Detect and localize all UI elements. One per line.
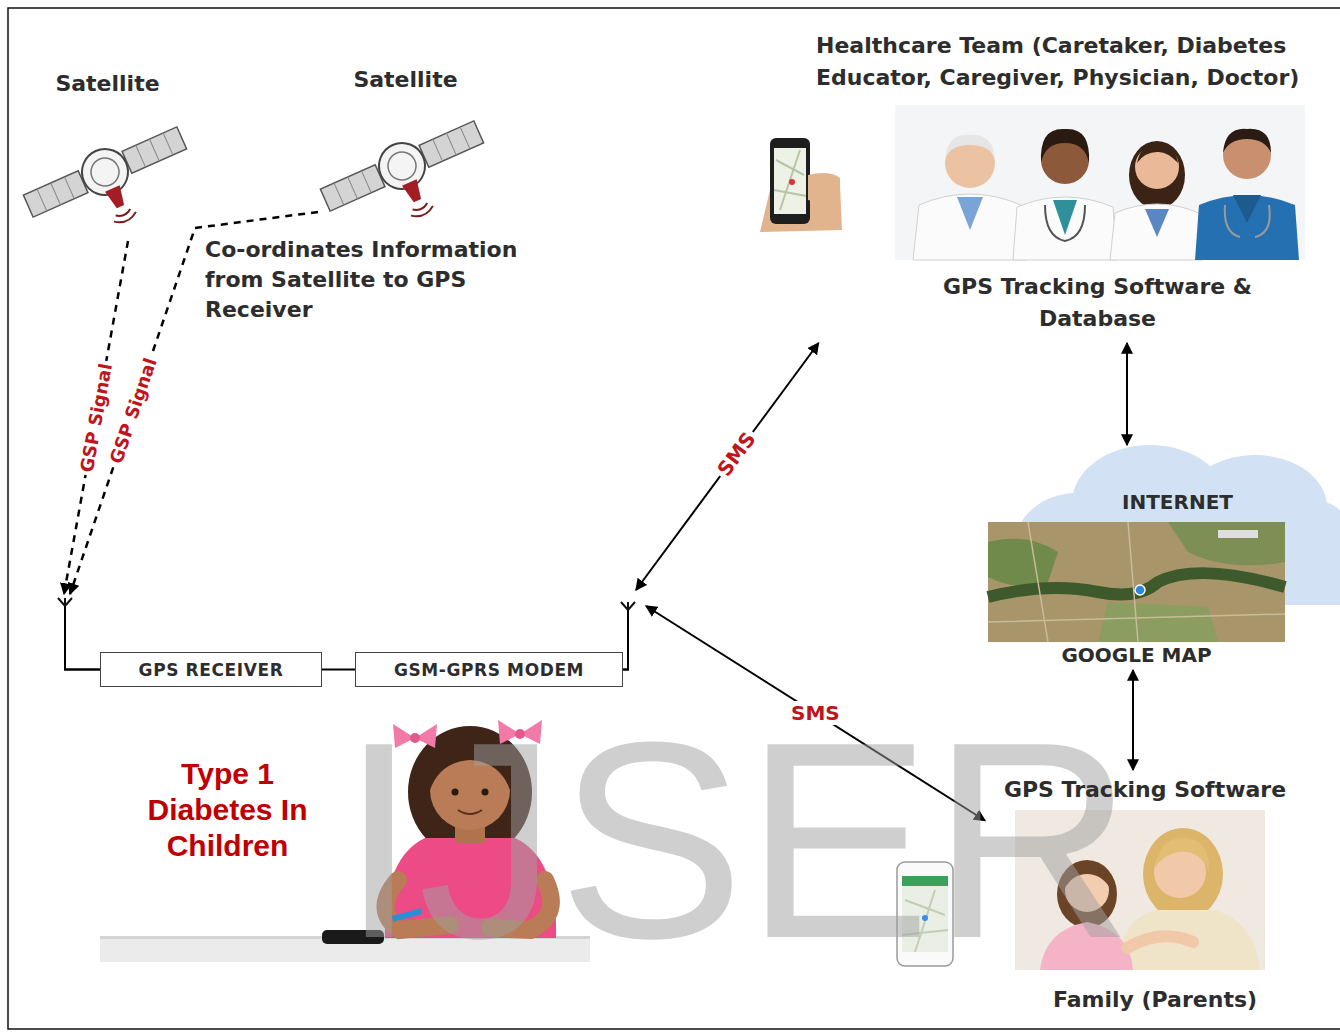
connector-line [1132,670,1134,770]
internet-cloud: INTERNET [1015,445,1340,605]
node-text: Family (Parents) [1005,986,1305,1014]
family-node: GPS Tracking SoftwareFamily (Parents) [985,770,1305,1028]
node-text: Satellite [318,66,493,94]
connector-line [65,606,100,670]
node-text: GOOGLE MAP [985,643,1288,668]
connector [623,343,819,670]
watermark: IJSER [340,700,1134,980]
node-text: GPS Tracking Software [985,776,1305,804]
connector [623,606,985,821]
satellite-node: Satellite [318,60,493,232]
connector [1133,670,1134,770]
connector-line [623,610,628,670]
healthcare-team-photo [895,105,1305,260]
connector-line [623,610,628,670]
connector-line [322,669,355,671]
connector [1127,343,1128,445]
node-text: GPS Tracking Software & Database [910,271,1285,335]
frame [8,8,1340,1029]
family-photo [1015,810,1265,970]
cloud-shape [1015,445,1340,605]
node-text: INTERNET [1015,490,1340,515]
gps-receiver-box: GPS RECEIVER [100,652,322,687]
connector-line [65,606,100,670]
edge-label: SMS [710,425,762,483]
connector-line [1126,343,1128,445]
google-map: GOOGLE MAP [985,522,1288,670]
node-text: GSM-GPRS MODEM [394,660,584,680]
connector-line [646,606,985,821]
family-phone [897,862,953,966]
phone-in-hand [760,138,842,232]
child-node: Type 1 Diabetes In Children [100,718,592,966]
edge-label: SMS [788,701,843,725]
node-text: GPS RECEIVER [139,660,284,680]
node-text: Healthcare Team (Caretaker, Diabetes Edu… [816,30,1336,94]
connector [322,669,355,670]
child-photo [100,720,590,962]
healthcare-team: Healthcare Team (Caretaker, Diabetes Edu… [810,28,1338,343]
gsm-modem-box: GSM-GPRS MODEM [355,652,623,687]
satellite-icon [316,111,501,249]
node-text: Type 1 Diabetes In Children [115,756,340,864]
antenna-symbol [58,598,635,610]
annotation-text: Co-ordinates Information from Satellite … [205,235,535,325]
node-text: Satellite [20,70,195,98]
connector-line [636,343,819,590]
satellite-icon [19,117,204,255]
satellite-node: Satellite [20,66,195,241]
